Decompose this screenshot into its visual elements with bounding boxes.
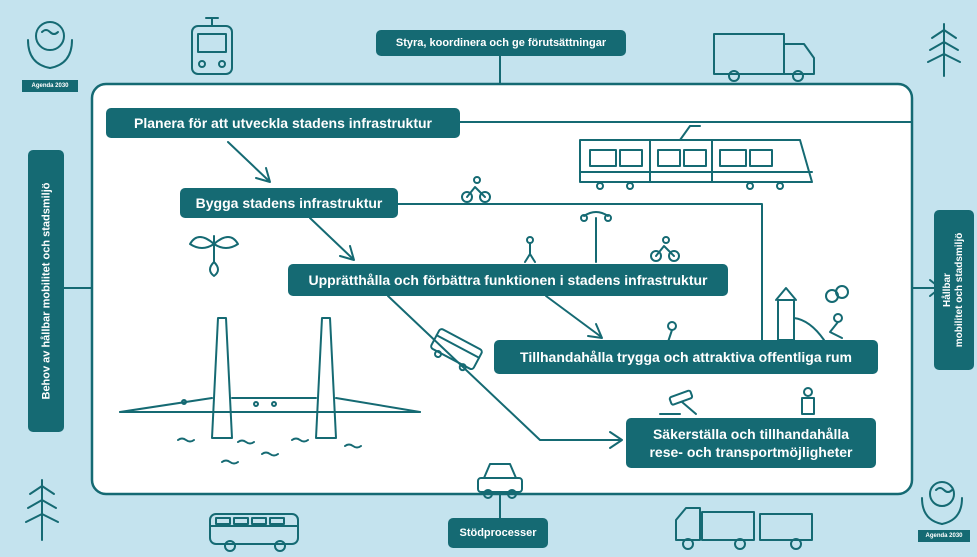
tree-icon-bottom-left bbox=[25, 479, 59, 541]
tram-front-icon bbox=[191, 17, 233, 75]
bicycle-icon bbox=[461, 176, 491, 203]
tree-icon-top-right bbox=[927, 23, 961, 77]
bus-icon bbox=[209, 513, 299, 552]
process-maintain-box: Upprätthålla och förbättra funktionen i … bbox=[288, 264, 728, 296]
outcome-label-line2: mobilitet och stadsmiljö bbox=[954, 232, 965, 348]
outcome-vertical-box: Hållbar mobilitet och stadsmiljö bbox=[934, 210, 974, 370]
arrow-maintain-transport bbox=[387, 295, 623, 449]
process-plan-box: Planera för att utveckla stadens infrast… bbox=[106, 108, 460, 138]
truck-trailer-icon bbox=[675, 507, 813, 550]
bus-tilted-icon bbox=[430, 328, 483, 372]
truck-icon bbox=[713, 33, 815, 82]
agenda-label-top-left: Agenda 2030 bbox=[22, 80, 78, 92]
outcome-vertical-text: Hållbar mobilitet och stadsmiljö bbox=[942, 233, 966, 347]
agenda-label-bottom-right: Agenda 2030 bbox=[918, 530, 970, 542]
arrow-build-maintain bbox=[309, 217, 355, 261]
transport-label-line2: rese- och transportmöjligheter bbox=[649, 444, 853, 460]
transport-label-line1: Säkerställa och tillhandahålla bbox=[652, 426, 850, 442]
bridge-icon bbox=[119, 317, 421, 465]
arrow-plan-build bbox=[227, 141, 271, 183]
process-public-spaces-box: Tillhandahålla trygga och attraktiva off… bbox=[494, 340, 878, 374]
globe-hands-icon-bottom-right bbox=[921, 481, 963, 525]
needs-vertical-box: Behov av hållbar mobilitet och stadsmilj… bbox=[28, 150, 64, 432]
needs-vertical-label: Behov av hållbar mobilitet och stadsmilj… bbox=[40, 182, 52, 400]
outcome-label-line1: Hållbar bbox=[942, 273, 953, 307]
process-build-box: Bygga stadens infrastruktur bbox=[180, 188, 398, 218]
arrow-maintain-public bbox=[545, 295, 603, 339]
sprout-icon bbox=[189, 235, 239, 277]
street-lamp-icon bbox=[580, 211, 612, 263]
support-processes-box: Stödprocesser bbox=[448, 518, 548, 548]
globe-hands-icon-top-left bbox=[27, 21, 73, 69]
gavel-icon bbox=[659, 389, 697, 415]
elderly-icon bbox=[801, 387, 815, 415]
tram-icon bbox=[579, 125, 813, 190]
governance-box: Styra, koordinera och ge förutsättningar bbox=[376, 30, 626, 56]
bicycle-2-icon bbox=[650, 236, 680, 262]
car-icon bbox=[477, 463, 523, 499]
process-transport-box: Säkerställa och tillhandahålla rese- och… bbox=[626, 418, 876, 468]
pedestrian-icon bbox=[524, 236, 536, 263]
